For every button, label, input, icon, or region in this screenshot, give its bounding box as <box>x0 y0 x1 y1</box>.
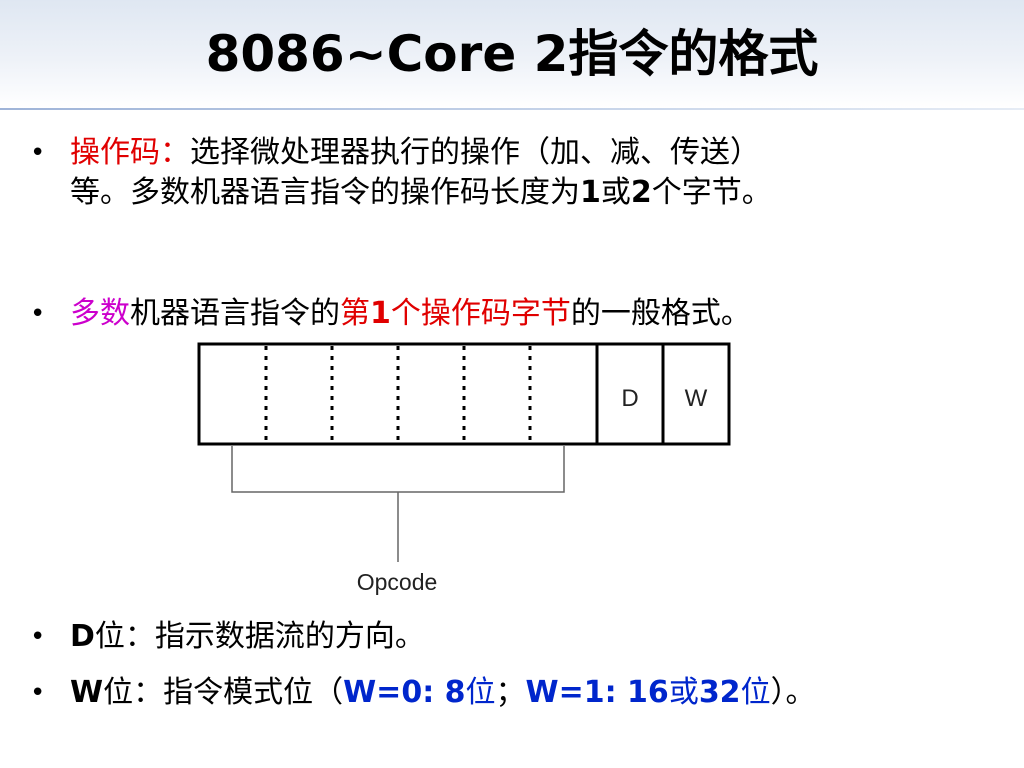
d-bit-desc: 位：指示数据流的方向。 <box>94 619 425 654</box>
w0-unit: 位 <box>465 675 496 710</box>
bullet-format: • 多数机器语言指令的第1个操作码字节的一般格式。 <box>30 294 990 334</box>
bullet-marker: • <box>30 138 46 168</box>
w-bit-name: W <box>70 675 104 710</box>
format-part-mid: 机器语言指令的 <box>130 296 340 331</box>
opcode-len-2: 2 <box>630 175 652 210</box>
opcode-line1: 选择微处理器执行的操作（加、减、传送） <box>190 135 760 170</box>
d-bit-name: D <box>70 619 95 654</box>
bullet-opcode-text: 操作码：选择微处理器执行的操作（加、减、传送） 等。多数机器语言指令的操作码长度… <box>70 133 1000 213</box>
w1-or: 或 <box>668 675 699 710</box>
opcode-line2-post: 个字节。 <box>651 175 772 210</box>
bullet-w-bit: • W位：指令模式位（W=0: 8位；W=1: 16或32位）。 <box>30 673 990 713</box>
format-part-end: 的一般格式。 <box>570 296 751 331</box>
w-end: ）。 <box>770 675 816 710</box>
w1-32: 32 <box>698 675 741 710</box>
w1-value: W=1: 16 <box>525 675 669 710</box>
bullet-opcode: • 操作码：选择微处理器执行的操作（加、减、传送） 等。多数机器语言指令的操作码… <box>30 133 990 217</box>
opcode-or: 或 <box>600 175 631 210</box>
w1-unit: 位 <box>740 675 771 710</box>
opcode-lead: 操作码： <box>70 135 190 170</box>
w-bit-desc: 位：指令模式位（ <box>103 675 344 710</box>
bullet-d-bit: • D位：指示数据流的方向。 <box>30 617 990 657</box>
bullet-format-text: 多数机器语言指令的第1个操作码字节的一般格式。 <box>70 294 1000 334</box>
format-part-opcode-byte: 个操作码字节 <box>390 296 571 331</box>
format-part-di: 第 <box>340 296 370 331</box>
w-bit-label: W <box>685 385 708 412</box>
opcode-line2-pre: 等。多数机器语言指令的操作码长度为 <box>70 175 580 210</box>
title-rule <box>0 108 1024 110</box>
d-bit-label: D <box>621 385 638 412</box>
bullet-marker: • <box>30 299 46 329</box>
bullet-w-bit-text: W位：指令模式位（W=0: 8位；W=1: 16或32位）。 <box>70 673 1000 713</box>
format-part-num: 1 <box>370 296 391 331</box>
bullet-d-bit-text: D位：指示数据流的方向。 <box>70 617 1000 657</box>
title-bar <box>0 0 1024 108</box>
bullet-marker: • <box>30 678 46 708</box>
opcode-len-1: 1 <box>580 175 601 210</box>
opcode-label: Opcode <box>357 569 438 595</box>
bullet-marker: • <box>30 622 46 652</box>
w0-value: W=0: 8 <box>343 675 466 710</box>
opcode-bracket <box>231 446 565 493</box>
slide-title: 8086~Core 2指令的格式 <box>205 25 819 83</box>
w-sep: ； <box>495 675 526 710</box>
format-part-duoshu: 多数 <box>70 296 130 331</box>
